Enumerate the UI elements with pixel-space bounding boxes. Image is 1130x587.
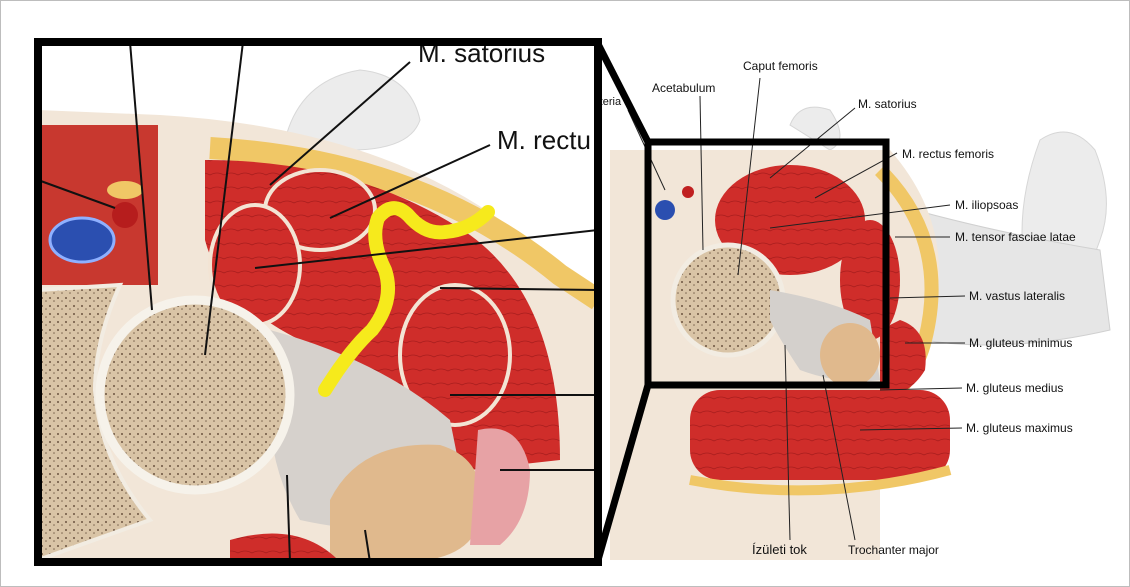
label-m-gluteus-maximus: M. gluteus maximus [966, 421, 1073, 435]
overview-artery [682, 186, 694, 198]
overview-femoral-head [673, 245, 783, 355]
zoom-connector-top [598, 44, 648, 142]
label-trochanter-major: Trochanter major [848, 543, 939, 557]
zoom-artery [112, 202, 138, 228]
label-izuleti-tok: Ízületi tok [752, 542, 807, 557]
zoom-vein [50, 218, 114, 262]
zoom-left-tissue [38, 125, 158, 285]
label-m-gluteus-minimus: M. gluteus minimus [969, 336, 1072, 350]
zoom-femoral-head [100, 300, 290, 490]
zoomed-illustration: M. satorius M. rectu [38, 38, 598, 562]
label-m-satorius: M. satorius [858, 97, 917, 111]
label-acetabulum: Acetabulum [652, 81, 715, 95]
label-m-tensor: M. tensor fasciae latae [955, 230, 1076, 244]
label-m-iliopsoas: M. iliopsoas [955, 198, 1018, 212]
overview-vein [655, 200, 675, 220]
label-m-rectus-femoris: M. rectus femoris [902, 147, 994, 161]
zoom-nerve [107, 181, 143, 199]
label-m-gluteus-medius: M. gluteus medius [966, 381, 1063, 395]
label-caput-femoris: Caput femoris [743, 59, 818, 73]
zoom-label-m-rectus: M. rectu [497, 125, 591, 155]
label-m-vastus-lateralis: M. vastus lateralis [969, 289, 1065, 303]
overview-illustration: rteria Acetabulum Caput femoris M. sator… [596, 59, 1110, 560]
overview-lower-muscle [690, 390, 950, 480]
overview-trochanter [820, 323, 880, 387]
